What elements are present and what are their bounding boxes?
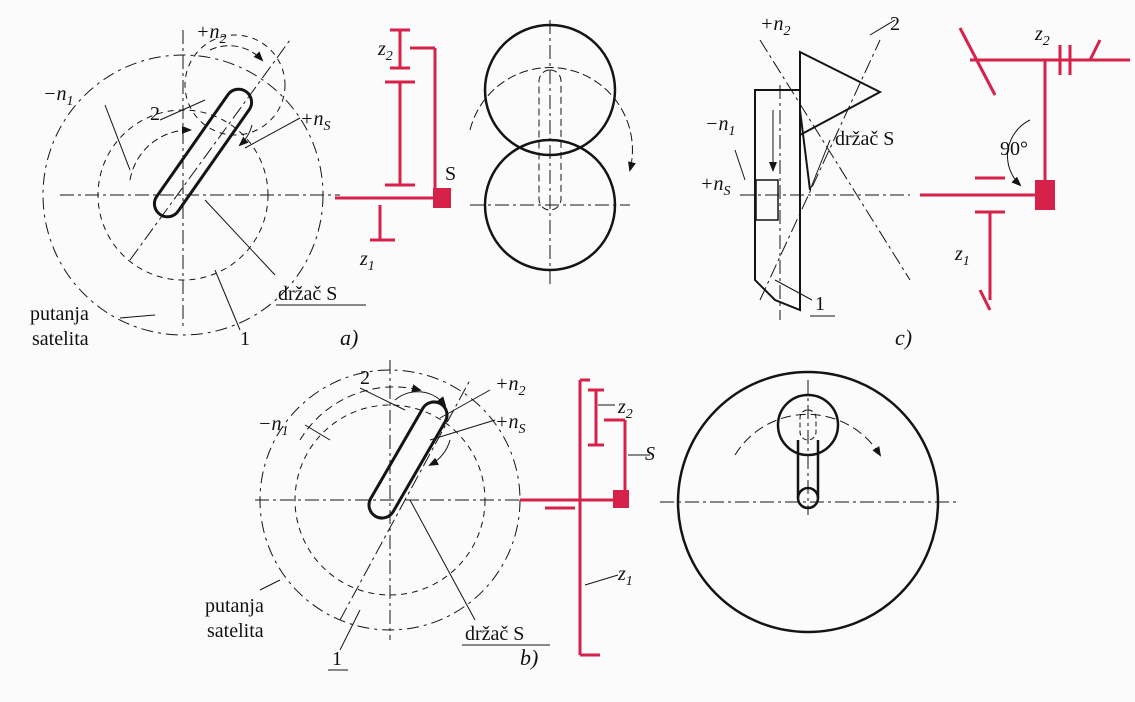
c-z1-label: z1 — [954, 243, 970, 269]
c-ns-label: +nS — [700, 173, 731, 199]
b-z2-label: z2 — [617, 396, 633, 422]
a-gear1-label: 1 — [240, 328, 250, 350]
c-carrier-label: držač S — [835, 128, 894, 150]
panel-a-side-view — [469, 20, 636, 285]
caption-a: a) — [340, 325, 358, 350]
c-angle-label: 90° — [1000, 138, 1028, 160]
b-S-label: S — [645, 443, 655, 465]
caption-b: b) — [520, 645, 538, 670]
c-gear1-label: 1 — [815, 293, 825, 315]
c-n1-label: −n1 — [705, 113, 736, 139]
panel-c-bevel-gear-section: +n2 2 −n1 +nS držač S 1 c) — [700, 13, 912, 350]
b-orbit-label-1: putanja — [205, 595, 264, 617]
panel-a-kinematic-schematic: z2 z1 S — [335, 28, 456, 274]
panel-b-planetary-front-view: 2 +n2 −n1 +nS putanja satelita držač S 1… — [205, 360, 550, 671]
a-carrier-label: držač S — [278, 283, 337, 305]
b-orbit-label-2: satelita — [207, 620, 264, 642]
caption-c: c) — [895, 325, 912, 350]
a-n2-label: +n2 — [196, 21, 227, 47]
panel-b-kinematic-schematic: z2 S z1 — [520, 378, 655, 657]
c-n2-label: +n2 — [760, 13, 791, 39]
a-gear2-label: 2 — [150, 103, 160, 125]
b-carrier-label: držač S — [465, 623, 524, 645]
b-gear1-label: 1 — [332, 648, 342, 670]
a-orbit-label-1: putanja — [30, 303, 89, 325]
a-orbit-label-2: satelita — [32, 328, 89, 350]
a-n1-label: −n1 — [43, 83, 74, 109]
b-ns-label: +nS — [495, 411, 526, 437]
a-z1-label: z1 — [359, 248, 375, 274]
panel-a-planetary-front-view: 2 +n2 −n1 +nS držač S putanja satelita 1… — [30, 21, 366, 350]
b-z1-label: z1 — [617, 563, 633, 589]
a-z2-label: z2 — [377, 38, 393, 64]
panel-c-kinematic-schematic: z2 90° z1 — [920, 23, 1130, 311]
b-gear2-label: 2 — [360, 367, 370, 389]
c-gear2-label: 2 — [890, 13, 900, 35]
b-n1-label: −n1 — [258, 413, 289, 439]
a-ns-label: +nS — [300, 108, 331, 134]
c-z2-label: z2 — [1034, 23, 1050, 49]
b-n2-label: +n2 — [495, 373, 526, 399]
panel-b-side-view — [660, 370, 960, 634]
a-S-label: S — [445, 163, 456, 185]
